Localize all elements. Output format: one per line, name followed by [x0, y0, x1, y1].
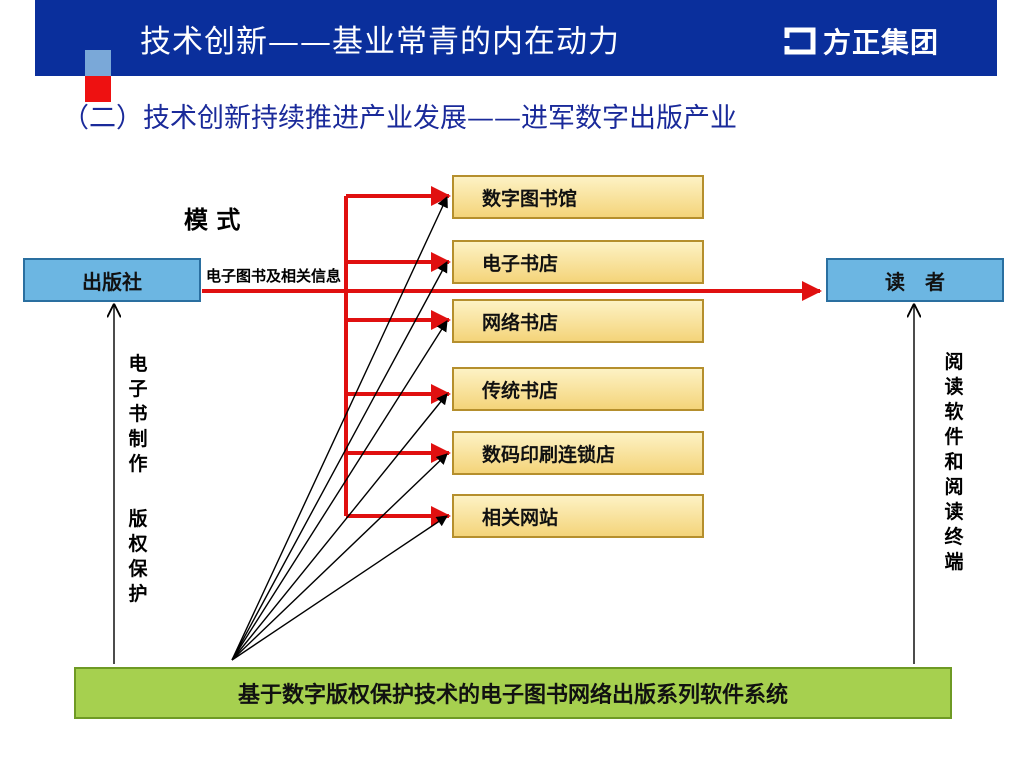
black-arrow-3: [231, 320, 448, 661]
header-title: 技术创新——基业常青的内在动力: [140, 24, 620, 60]
mode-label: 模 式: [184, 206, 241, 234]
company-logo: 方正集团: [783, 22, 939, 60]
channel-box-digital-library: 数字图书馆: [452, 175, 704, 219]
support-arrows: [231, 195, 448, 661]
left-vertical-label-copyright: 版权保护: [128, 508, 148, 605]
black-arrow-2: [231, 261, 448, 661]
channel-box-online-bookstore: 网络书店: [452, 299, 704, 343]
header-bar: [35, 0, 997, 76]
channel-box-traditional-bookstore: 传统书店: [452, 367, 704, 411]
channel-box-digital-print-chain: 数码印刷连锁店: [452, 431, 704, 475]
flow-label: 电子图书及相关信息: [206, 267, 342, 285]
platform-box: 基于数字版权保护技术的电子图书网络出版系列软件系统: [74, 667, 952, 719]
publisher-box: 出版社: [23, 258, 201, 302]
decor-square-red: [85, 76, 111, 102]
distribution-arrows: [202, 186, 822, 526]
channel-box-related-sites: 相关网站: [452, 494, 704, 538]
reader-box: 读 者: [826, 258, 1004, 302]
founder-logo-icon: [783, 27, 816, 55]
channel-box-ebook-store: 电子书店: [452, 240, 704, 284]
black-arrow-5: [231, 453, 448, 661]
black-arrow-4: [231, 393, 448, 661]
slide-subtitle: （二）技术创新持续推进产业发展——进军数字出版产业: [62, 103, 737, 134]
decor-square-blue: [85, 50, 111, 76]
black-arrow-6: [231, 515, 448, 661]
logo-text: 方正集团: [823, 26, 940, 59]
black-arrow-1: [231, 195, 448, 661]
left-vertical-label-ebook: 电子书制作: [128, 353, 148, 475]
right-vertical-label: 阅读软件和阅读终端: [944, 351, 964, 573]
